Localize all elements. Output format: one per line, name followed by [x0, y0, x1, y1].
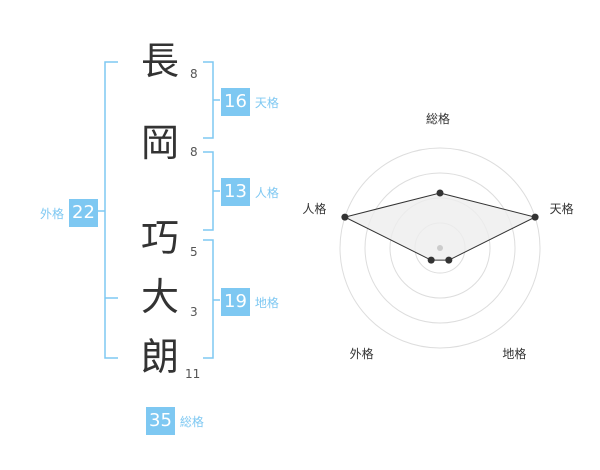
tenkaku-badge: 16 天格 — [221, 88, 279, 116]
radar-ring — [339, 147, 541, 349]
radar-axis-label: 地格 — [502, 347, 527, 362]
stroke-count-3: 5 — [190, 245, 198, 259]
radar-axis-label: 外格 — [349, 347, 374, 362]
gaikaku-badge: 22 外格 — [40, 199, 98, 227]
soukaku-badge: 35 総格 — [146, 407, 204, 435]
radar-axis-label: 総格 — [426, 112, 451, 126]
name-char-2: 岡 — [140, 121, 179, 165]
name-char-1: 長 — [140, 39, 179, 83]
radar-point — [341, 213, 349, 221]
soukaku-value: 35 — [146, 407, 175, 435]
radar-polygon — [343, 192, 537, 261]
name-char-5: 朗 — [140, 335, 179, 379]
gaikaku-value: 22 — [69, 199, 98, 227]
name-char-3: 巧 — [140, 216, 179, 260]
jinkaku-badge: 13 人格 — [221, 178, 279, 206]
tenkaku-label: 天格 — [254, 95, 279, 110]
chikaku-badge: 19 地格 — [221, 288, 279, 316]
name-char-4: 大 — [140, 275, 179, 319]
radar-ring — [364, 172, 516, 324]
radar-axis-label: 天格 — [549, 201, 574, 216]
radar-point — [427, 256, 435, 264]
tenkaku-value: 16 — [221, 88, 250, 116]
stroke-count-4: 3 — [190, 305, 198, 319]
radar-axis-label: 人格 — [302, 201, 327, 216]
radar-point — [531, 213, 539, 221]
jinkaku-value: 13 — [221, 178, 250, 206]
radar-point — [445, 256, 453, 264]
jinkaku-label: 人格 — [254, 185, 279, 200]
radar-center — [437, 245, 443, 251]
chikaku-value: 19 — [221, 288, 250, 316]
stroke-count-5: 11 — [185, 367, 201, 381]
soukaku-label: 総格 — [179, 414, 204, 429]
stroke-count-2: 8 — [190, 145, 198, 159]
gaikaku-label: 外格 — [40, 206, 65, 221]
radar-point — [436, 189, 444, 197]
chikaku-label: 地格 — [254, 295, 279, 310]
stroke-count-1: 8 — [190, 67, 198, 81]
